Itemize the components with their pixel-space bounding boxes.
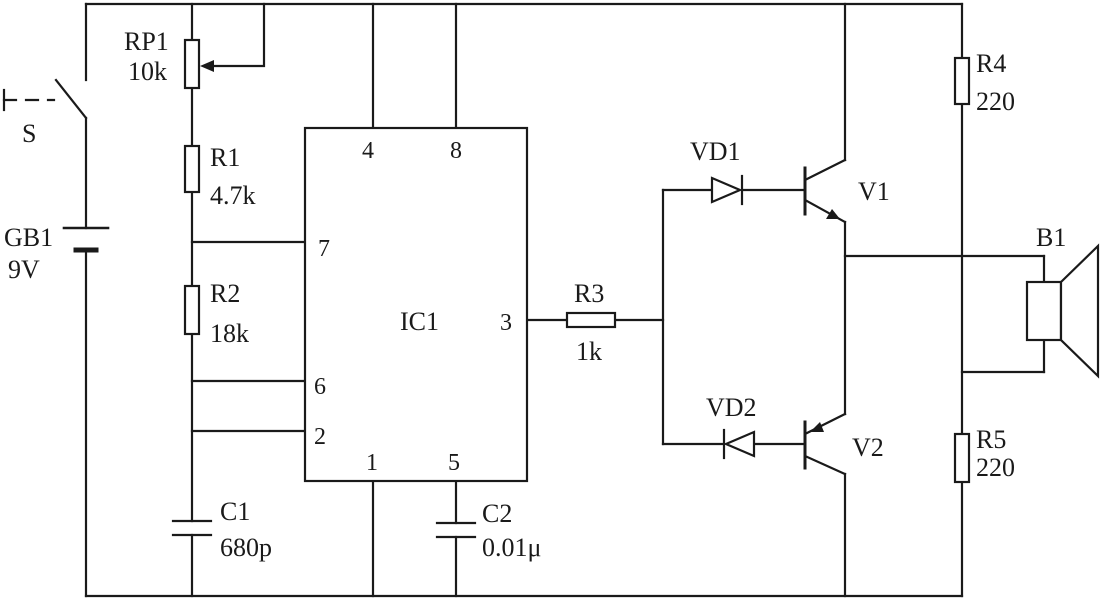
- resistor-r4: [953, 56, 971, 106]
- v1-emitter-arrow: [826, 209, 840, 219]
- label-c1-value: 680p: [220, 533, 272, 562]
- label-switch: S: [22, 119, 36, 148]
- transistor-v2: [803, 412, 847, 476]
- pin-label-1: 1: [366, 450, 378, 476]
- resistor-r1: [183, 144, 201, 194]
- label-speaker: B1: [1036, 223, 1066, 252]
- resistor-r3: [565, 311, 617, 329]
- resistor-r2: [183, 284, 201, 336]
- label-rp1-value: 10k: [128, 57, 167, 86]
- label-battery-value: 9V: [8, 255, 40, 284]
- speaker-b1: [1025, 243, 1100, 379]
- rp1-wiper-arrow: [200, 60, 214, 72]
- label-ic1: IC1: [400, 307, 439, 336]
- v1-collector: [803, 158, 847, 182]
- label-vd2: VD2: [706, 393, 757, 422]
- wires: [84, 2, 1046, 598]
- ic-pin-labels: 4 8 7 6 2 3 1 5: [314, 138, 512, 476]
- switch-blade: [54, 78, 88, 120]
- label-r1: R1: [210, 143, 240, 172]
- label-r1-value: 4.7k: [210, 181, 256, 210]
- pin-label-7: 7: [318, 236, 330, 262]
- resistor-r5: [953, 432, 971, 484]
- pin-label-5: 5: [448, 450, 460, 476]
- diode-vd1: [710, 174, 744, 206]
- label-rp1: RP1: [124, 27, 169, 56]
- v2-emitter-arrow: [810, 422, 824, 432]
- battery-gb1: [62, 226, 110, 253]
- rp1-body: [183, 38, 201, 90]
- ic1-body: [303, 126, 529, 483]
- label-battery: GB1: [4, 223, 53, 252]
- label-r4: R4: [976, 49, 1006, 78]
- capacitor-c2: [435, 521, 477, 539]
- transistor-v1: [803, 158, 847, 224]
- label-r5: R5: [976, 425, 1006, 454]
- label-c1: C1: [220, 497, 250, 526]
- label-r3: R3: [574, 279, 604, 308]
- capacitor-c1: [171, 519, 213, 537]
- label-r5-value: 220: [976, 453, 1015, 482]
- label-c2: C2: [482, 499, 512, 528]
- pin-label-2: 2: [314, 424, 326, 450]
- vd2-triangle: [723, 430, 756, 458]
- speaker-magnet: [1025, 280, 1063, 342]
- label-r2-value: 18k: [210, 319, 249, 348]
- label-vd1: VD1: [690, 137, 741, 166]
- v2-collector: [803, 454, 847, 476]
- label-r2: R2: [210, 279, 240, 308]
- label-v2: V2: [852, 433, 884, 462]
- vd1-triangle: [710, 176, 743, 204]
- label-r4-value: 220: [976, 87, 1015, 116]
- switch-s: [2, 78, 88, 120]
- label-c2-value: 0.01μ: [482, 533, 541, 562]
- pin-label-4: 4: [362, 138, 374, 164]
- labels: S GB1 9V RP1 10k R1 4.7k R2 18k C1 680p …: [4, 27, 1066, 562]
- diode-vd2: [722, 428, 756, 460]
- pin-label-8: 8: [450, 138, 462, 164]
- pin-label-3: 3: [500, 310, 512, 336]
- label-r3-value: 1k: [576, 337, 602, 366]
- label-v1: V1: [858, 177, 890, 206]
- rp1-wiper-wire: [208, 2, 266, 68]
- speaker-cone: [1059, 243, 1100, 379]
- potentiometer-rp1: [183, 38, 214, 90]
- pin-label-6: 6: [314, 374, 326, 400]
